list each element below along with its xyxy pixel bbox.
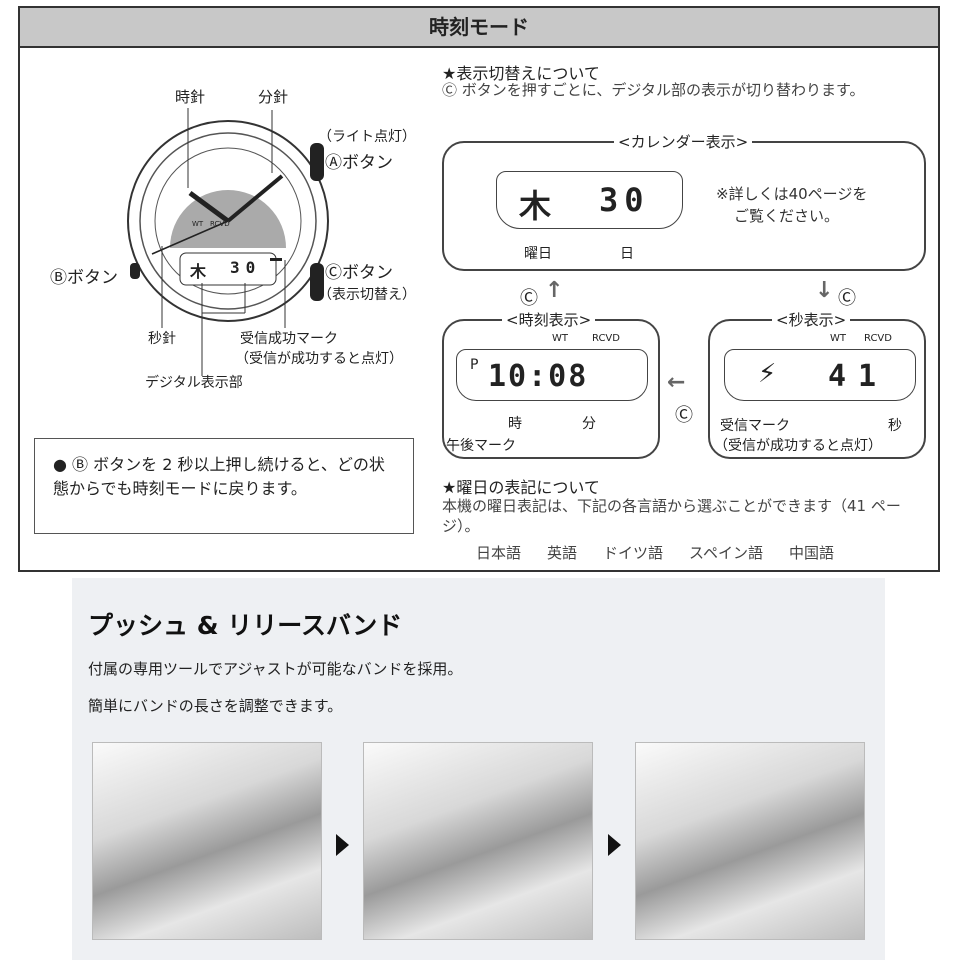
band-photo-2 [363, 742, 593, 940]
calendar-title: <カレンダー表示> [614, 131, 753, 152]
label-rcv-sub: （受信が成功すると点灯） [714, 438, 882, 454]
language-item: 英語 [547, 544, 578, 562]
step-arrow-icon [336, 834, 349, 856]
lcd-frame [496, 171, 683, 229]
c-label: Ⓒ [838, 288, 856, 309]
time-title: <時刻表示> [502, 309, 596, 330]
language-item: 日本語 [476, 544, 522, 562]
label-pm: 午後マーク [446, 438, 516, 454]
label-rcvd-mark: 受信成功マーク [240, 331, 338, 347]
arrow-left-icon: ← [667, 370, 686, 395]
label-b-button: Ⓑボタン [50, 268, 118, 288]
wt-indicator: WT [192, 220, 204, 228]
page-title: 時刻モード [20, 8, 938, 48]
rcvd-indicator: RCVD [864, 333, 892, 344]
antenna-icon: ⚡ [758, 359, 777, 389]
switch-text: Ⓒ ボタンを押すごとに、デジタル部の表示が切り替わります。 [442, 81, 865, 99]
lcd-frame [724, 349, 916, 401]
label-sec: 秒 [888, 418, 902, 434]
label-a-button: Ⓐボタン [325, 153, 393, 173]
label-rcvd-sub: （受信が成功すると点灯） [235, 351, 403, 367]
language-item: スペイン語 [689, 544, 763, 562]
language-item: 中国語 [789, 544, 835, 562]
label-second-hand: 秒針 [148, 331, 176, 347]
feature-section: プッシュ & リリースバンド 付属の専用ツールでアジャストが可能なバンドを採用。… [72, 578, 885, 960]
feature-text-1: 付属の専用ツールでアジャストが可能なバンドを採用。 [88, 660, 463, 678]
watch-lcd-day: 木 [190, 262, 213, 281]
label-c-sub: （表示切替え） [318, 287, 416, 303]
weekday-heading: ★曜日の表記について [442, 478, 600, 497]
rcvd-indicator: RCVD [592, 333, 620, 344]
label-hour: 時 [508, 416, 522, 432]
band-photo-3 [635, 742, 865, 940]
wt-indicator: WT [830, 333, 846, 344]
label-c-button: Ⓒボタン [325, 263, 393, 283]
language-list: 日本語 英語 ドイツ語 スペイン語 中国語 [476, 542, 834, 563]
calendar-note-1: ※詳しくは40ページを [716, 185, 868, 203]
wt-indicator: WT [552, 333, 568, 344]
label-minute: 分 [582, 416, 596, 432]
label-minute-hand: 分針 [258, 88, 289, 106]
calendar-note-2: ご覧ください。 [734, 207, 840, 225]
lcd-time: 10:08 [488, 359, 589, 394]
feature-title: プッシュ & リリースバンド [88, 611, 403, 640]
c-label: Ⓒ [675, 405, 693, 426]
label-hour-hand: 時針 [175, 88, 206, 106]
feature-text-2: 簡単にバンドの長さを調整できます。 [88, 697, 343, 715]
step-arrow-icon [608, 834, 621, 856]
weekday-text: 本機の曜日表記は、下記の各言語から選ぶことができます（41 ページ）。 [442, 497, 901, 535]
calendar-display-box: <カレンダー表示> 木 30 曜日 日 ※詳しくは40ページを ご覧ください。 [442, 131, 926, 271]
watch-lcd-date: 30 [230, 258, 262, 277]
lcd-seconds: 41 [828, 359, 889, 394]
label-digital: デジタル表示部 [145, 375, 243, 391]
time-display-box: <時刻表示> WT RCVD P 10:08 時 分 午後マーク [442, 309, 660, 459]
rcvd-indicator: RCVD [210, 220, 230, 228]
manual-panel: 時刻モード WT RCVD 木 30 時針 分針 （ライト点灯） Ⓐボタン Ⓑボ… [18, 6, 940, 572]
arrow-up-icon: ↑ [545, 278, 564, 303]
arrow-down-icon: ↓ [815, 278, 834, 303]
label-weekday: 曜日 [524, 246, 552, 262]
seconds-title: <秒表示> [772, 309, 851, 330]
band-photo-1 [92, 742, 322, 940]
lcd-pm: P [470, 357, 479, 373]
note-box: ● Ⓑ ボタンを 2 秒以上押し続けると、どの状態からでも時刻モードに戻ります。 [34, 438, 414, 534]
lcd-date: 30 [599, 181, 650, 219]
language-item: ドイツ語 [603, 544, 664, 562]
label-light: （ライト点灯） [318, 129, 416, 145]
watch-illustration [127, 108, 329, 376]
lcd-frame [456, 349, 648, 401]
c-label: Ⓒ [520, 288, 538, 309]
seconds-display-box: <秒表示> WT RCVD ⚡ 41 受信マーク 秒 （受信が成功すると点灯） [708, 309, 926, 459]
label-date: 日 [620, 246, 634, 262]
lcd-weekday: 木 [519, 187, 558, 225]
switch-heading: ★表示切替えについて [442, 64, 600, 83]
label-rcv: 受信マーク [720, 418, 790, 434]
